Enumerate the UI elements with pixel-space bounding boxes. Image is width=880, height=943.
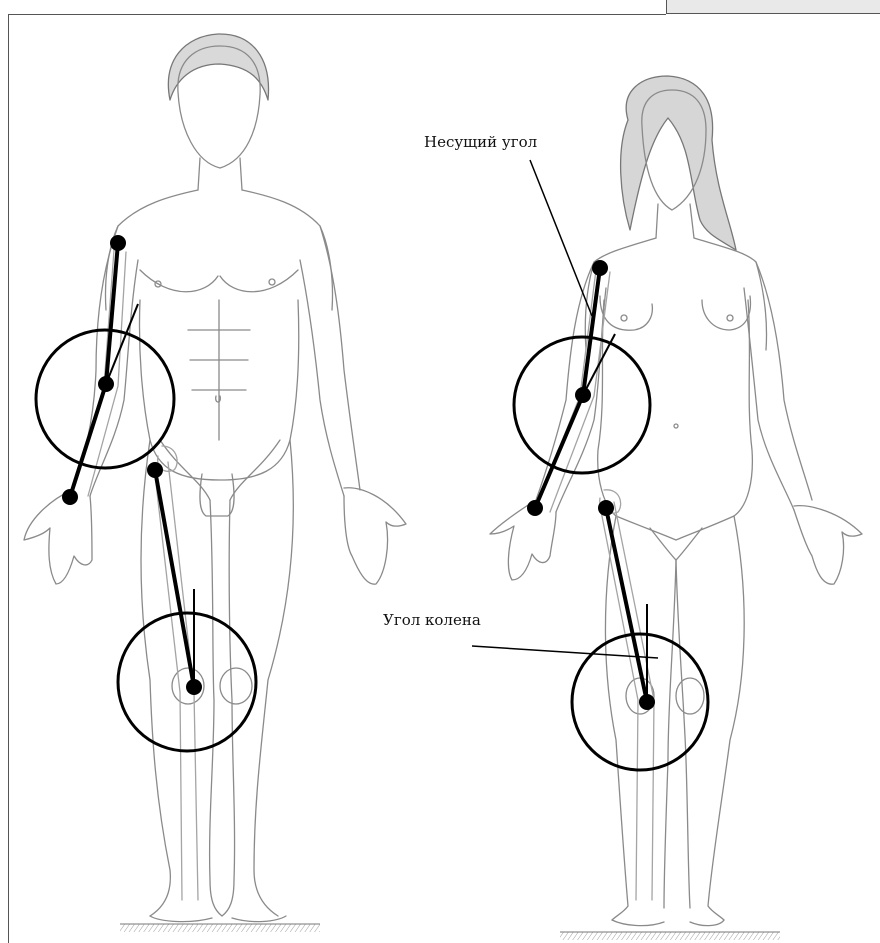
female-hip-point [598, 500, 614, 516]
male-elbow-point [98, 376, 114, 392]
male-leg-angle-marker [118, 462, 256, 751]
male-knee-point [186, 679, 202, 695]
male-elbow-circle [36, 330, 174, 468]
male-figure [24, 34, 406, 922]
ground-shadow-male [120, 924, 320, 932]
ground-shadow-female [560, 932, 780, 940]
knee-angle-leader-line [472, 646, 658, 658]
male-hip-point [147, 462, 163, 478]
male-wrist-point [62, 489, 78, 505]
female-shoulder-point [592, 260, 608, 276]
female-elbow-point [575, 387, 591, 403]
female-figure [490, 76, 862, 926]
female-arm-angle-marker [514, 260, 650, 516]
female-knee-point [639, 694, 655, 710]
carrying-angle-label: Несущий угол [424, 133, 537, 151]
female-wrist-point [527, 500, 543, 516]
carrying-angle-leader-line [530, 160, 592, 316]
knee-angle-label: Угол колена [383, 611, 481, 629]
male-shoulder-point [110, 235, 126, 251]
female-leg-angle-marker [572, 500, 708, 770]
